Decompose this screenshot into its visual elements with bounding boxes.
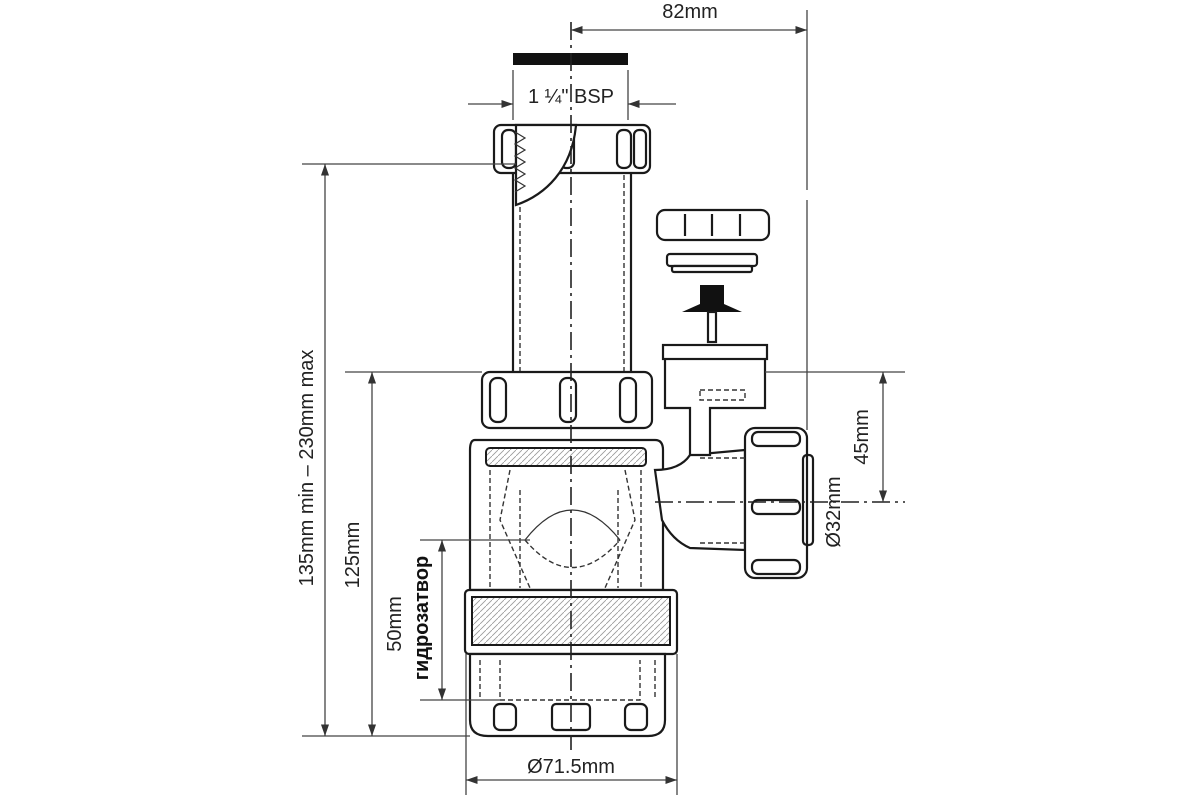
inlet-tube [511,166,633,380]
overflow-elbow [661,343,769,457]
dim-height-125: 125mm [342,522,364,589]
dim-outlet-diameter: Ø32mm [823,476,845,547]
top-coupling-nut [492,123,652,207]
dim-height-range: 135mm min – 230mm max [296,350,318,587]
dim-body-diameter: Ø71.5mm [527,756,615,778]
dim-water-seal: 50mm [384,596,406,652]
bottle-trap-body [463,53,815,738]
water-seal-label: гидрозатвор [411,556,433,681]
dim-outlet-offset: 45mm [851,409,873,465]
dimension-lines [302,10,905,795]
middle-coupling-nut [480,370,654,430]
exploded-nut [655,208,771,242]
dim-thread-bsp: 1 ¼" BSP [528,86,614,108]
exploded-washer [665,252,759,274]
dim-top-width: 82mm [662,1,718,23]
exploded-plug [682,285,742,344]
side-outlet [653,426,815,580]
